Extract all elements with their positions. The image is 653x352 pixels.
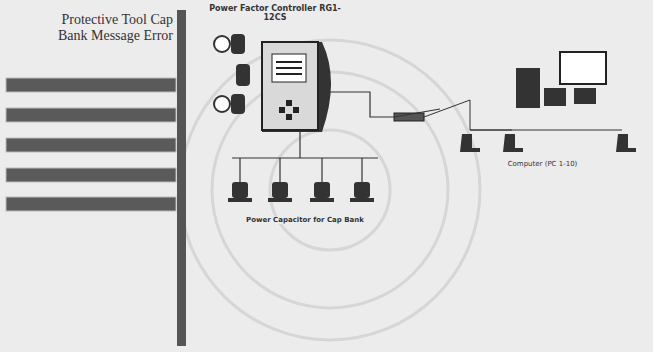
menu-panel: Protective Tool Cap Bank Message Error [0, 8, 177, 70]
capacitor-group: Power Capacitor for Cap Bank [215, 176, 395, 226]
capacitor-units [228, 182, 374, 202]
connector-wire [299, 132, 300, 158]
controller-node: Power Factor Controller RG1-12CS [200, 2, 350, 138]
panel-strip [177, 10, 186, 346]
menu-bars [6, 78, 176, 211]
controller-device [262, 42, 331, 132]
computer-cluster [424, 52, 636, 152]
watermark-seal [180, 40, 480, 340]
node-label: Power Factor Controller RG1-12CS [202, 4, 348, 22]
node-label: Protective Tool Cap Bank Message Error [45, 12, 173, 44]
connector-wire [330, 92, 440, 117]
node-label: Power Capacitor for Cap Bank [246, 216, 364, 224]
node-label: Computer (PC 1-10) [508, 160, 578, 168]
capacitor-bus [232, 158, 378, 182]
computer-group: Computer (PC 1-10) [440, 46, 645, 170]
status-icons [214, 34, 250, 114]
